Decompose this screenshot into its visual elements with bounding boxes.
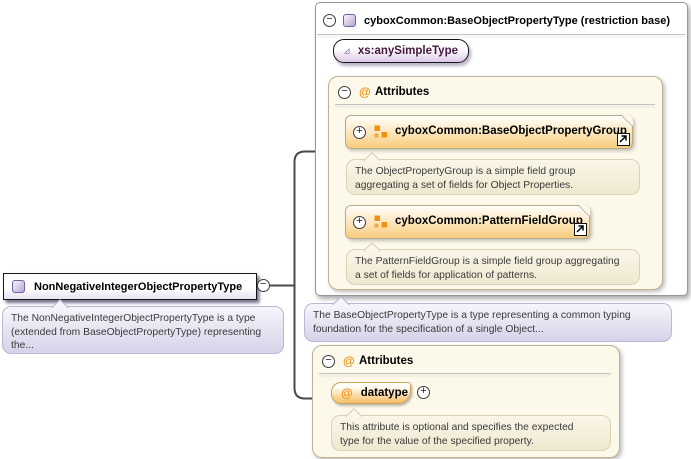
tooltip-pointer	[332, 295, 350, 305]
arrow-up-right-icon	[619, 135, 627, 143]
attributes-collapse-toggle[interactable]: −	[322, 355, 335, 368]
root-type-label: NonNegativeIntegerObjectPropertyType	[34, 280, 243, 293]
attribute-at-icon: @	[359, 85, 371, 99]
attribute-group-icon	[374, 125, 387, 138]
attribute-at-icon: @	[341, 386, 353, 400]
datatype-description: This attribute is optional and specifies…	[331, 407, 611, 451]
simple-type-pill[interactable]: xs:anySimpleType	[333, 39, 469, 63]
attribute-at-icon: @	[343, 354, 355, 368]
simple-type-icon	[344, 48, 350, 54]
corner-fold	[578, 205, 590, 217]
attribute-group-description: The PatternFieldGroup is a simple field …	[346, 241, 640, 285]
tooltip-pointer	[363, 241, 381, 251]
root-type-description-text: The NonNegativeIntegerObjectPropertyType…	[11, 313, 262, 351]
tooltip-pointer	[345, 407, 363, 417]
tooltip-pointer	[51, 298, 69, 308]
datatype-attribute-pill[interactable]: @ datatype	[331, 382, 411, 404]
header-separator	[317, 34, 685, 35]
goto-definition-icon[interactable]	[617, 133, 630, 146]
goto-definition-icon[interactable]	[574, 223, 587, 236]
attribute-group-label: cyboxCommon:BaseObjectPropertyGroup	[395, 125, 627, 137]
attributes-collapse-toggle[interactable]: −	[338, 86, 351, 99]
base-type-title: cyboxCommon:BaseObjectPropertyType (rest…	[364, 15, 671, 27]
root-type-box[interactable]: NonNegativeIntegerObjectPropertyType	[3, 273, 257, 300]
group-expand-toggle[interactable]: +	[353, 125, 366, 139]
attribute-group-description: The ObjectPropertyGroup is a simple fiel…	[346, 151, 640, 195]
section-separator	[335, 104, 655, 105]
root-collapse-toggle[interactable]: −	[256, 279, 270, 292]
base-type-panel: − cyboxCommon:BaseObjectPropertyType (re…	[315, 2, 688, 296]
attribute-group-box-patternfieldgroup[interactable]: + cyboxCommon:PatternFieldGroup	[345, 205, 590, 239]
attributes-section-title: Attributes	[359, 355, 414, 367]
complex-type-icon	[12, 280, 25, 293]
datatype-attribute-label: datatype	[360, 387, 408, 399]
tooltip-pointer	[363, 151, 381, 161]
root-type-description: The NonNegativeIntegerObjectPropertyType…	[2, 298, 284, 354]
base-type-collapse-toggle[interactable]: −	[323, 14, 336, 27]
base-type-description: The BaseObjectPropertyType is a type rep…	[304, 295, 672, 342]
base-type-description-text: The BaseObjectPropertyType is a type rep…	[313, 310, 631, 335]
attributes-section-title: Attributes	[375, 86, 430, 98]
attribute-group-label: cyboxCommon:PatternFieldGroup	[395, 215, 583, 227]
own-attributes-panel: − @ Attributes @ datatype + This attribu…	[312, 345, 620, 458]
corner-fold	[621, 115, 633, 127]
inherited-attributes-panel: − @ Attributes + cyboxCommon:BaseObjectP…	[328, 76, 663, 290]
section-separator	[319, 373, 611, 374]
attribute-group-description-text: The ObjectPropertyGroup is a simple fiel…	[355, 166, 576, 191]
datatype-expand-toggle[interactable]: +	[417, 386, 430, 399]
arrow-up-right-icon	[576, 225, 584, 233]
attribute-group-box-baseobjectpropertygroup[interactable]: + cyboxCommon:BaseObjectPropertyGroup	[345, 115, 633, 149]
attribute-group-icon	[374, 215, 387, 228]
complex-type-icon	[343, 14, 356, 27]
datatype-description-text: This attribute is optional and specifies…	[340, 422, 574, 447]
simple-type-label: xs:anySimpleType	[357, 45, 458, 57]
attribute-group-description-text: The PatternFieldGroup is a simple field …	[355, 256, 620, 281]
group-expand-toggle[interactable]: +	[353, 215, 366, 229]
